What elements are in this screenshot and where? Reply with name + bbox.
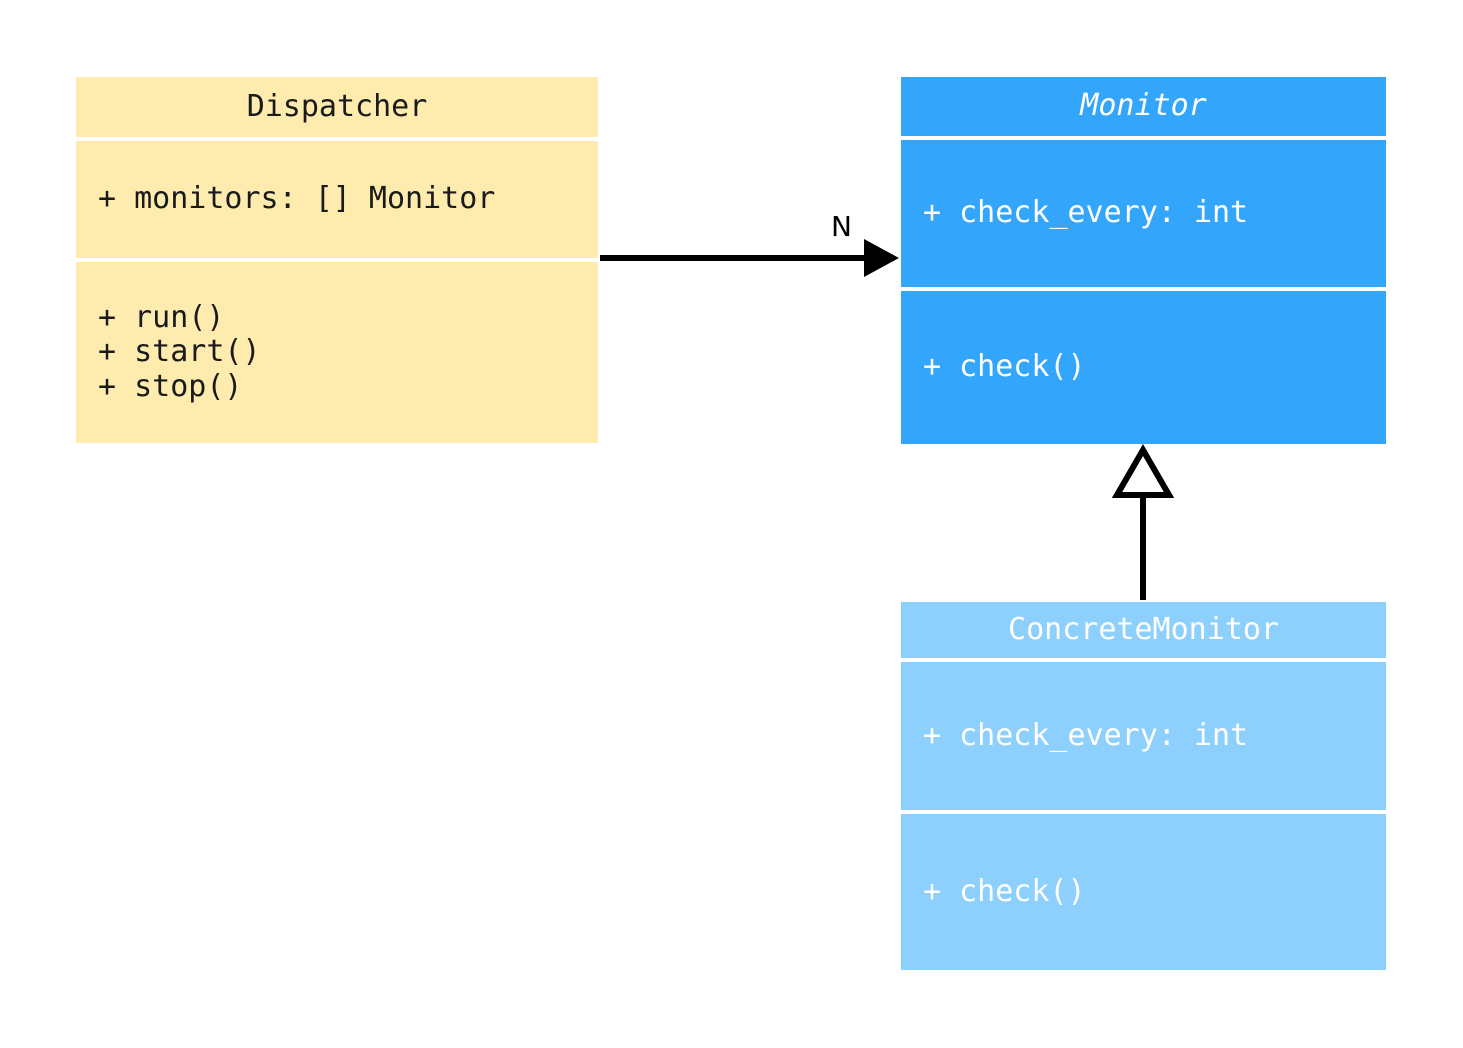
dispatcher-attributes-compartment: + monitors: [] Monitor [76, 137, 598, 258]
monitor-method-list: + check() [901, 350, 1386, 385]
class-name-dispatcher: Dispatcher [246, 88, 428, 124]
concrete-monitor-attribute-list: + check_every: int [901, 717, 1386, 754]
class-name-concrete-monitor: ConcreteMonitor [1008, 611, 1279, 647]
monitor-methods-compartment: + check() [901, 287, 1386, 444]
monitor-title-compartment: Monitor [901, 77, 1386, 136]
concrete-monitor-method-list: + check() [901, 873, 1386, 910]
monitor-attribute-list: + check_every: int [901, 196, 1386, 231]
concrete-monitor-methods-compartment: + check() [901, 810, 1386, 970]
generalization-concrete-monitor-to-monitor [1111, 444, 1175, 600]
attribute-item: + check_every: int [923, 195, 1249, 231]
method-item: + check() [923, 349, 1086, 385]
dispatcher-title-compartment: Dispatcher [76, 77, 598, 137]
generalization-arrowhead-hollow-triangle [1111, 444, 1175, 498]
association-multiplicity-label: N [831, 210, 852, 243]
method-item: + run() [98, 299, 225, 335]
dispatcher-method-list: + run() + start() + stop() [76, 299, 598, 405]
attribute-item: + check_every: int [923, 717, 1249, 753]
association-arrowhead-filled-triangle [864, 239, 899, 277]
class-name-monitor: Monitor [1080, 88, 1207, 124]
class-box-dispatcher[interactable]: Dispatcher + monitors: [] Monitor + run(… [76, 77, 598, 443]
class-box-concrete-monitor[interactable]: ConcreteMonitor + check_every: int + che… [901, 602, 1386, 970]
dispatcher-attribute-list: + monitors: [] Monitor [76, 182, 598, 217]
monitor-attributes-compartment: + check_every: int [901, 136, 1386, 287]
dispatcher-methods-compartment: + run() + start() + stop() [76, 258, 598, 443]
method-item: + start() [98, 334, 261, 370]
method-item: + check() [923, 873, 1086, 909]
attribute-item: + monitors: [] Monitor [98, 181, 496, 217]
association-dispatcher-to-monitor [600, 239, 899, 277]
concrete-monitor-attributes-compartment: + check_every: int [901, 658, 1386, 810]
concrete-monitor-title-compartment: ConcreteMonitor [901, 602, 1386, 658]
class-box-monitor[interactable]: Monitor + check_every: int + check() [901, 77, 1386, 444]
method-item: + stop() [98, 368, 243, 404]
